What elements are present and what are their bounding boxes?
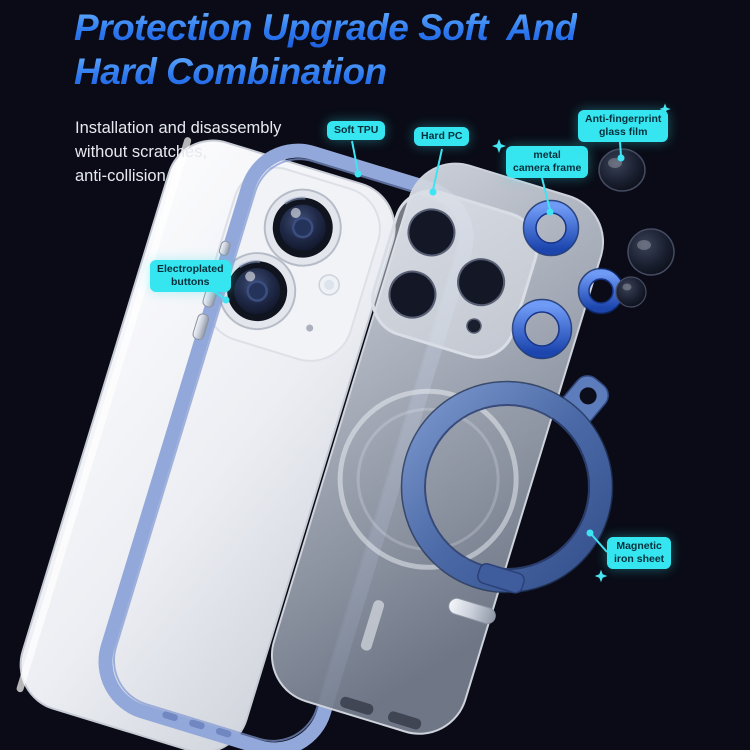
callout-label: Magnetic xyxy=(616,540,662,552)
bottom-slot xyxy=(387,711,422,730)
camera-hole xyxy=(457,258,506,307)
electroplated-button xyxy=(192,313,210,341)
headline-line2: Hard Combination xyxy=(74,50,577,94)
callout-line-magnetic xyxy=(591,534,608,553)
callout-label: Electroplated xyxy=(157,263,224,275)
flash-hole xyxy=(466,318,482,334)
callout-line-anti-fingerprint xyxy=(619,141,622,157)
callout-label: Hard PC xyxy=(421,130,463,142)
callout-badge-magnetic-iron-sheet: Magnetic iron sheet xyxy=(607,537,672,570)
callout-line-hard-pc xyxy=(432,148,443,191)
headline: Protection Upgrade Soft And Hard Combina… xyxy=(74,6,577,95)
callout-line-metal-camera-frame xyxy=(541,177,551,211)
phone-edge-highlight xyxy=(16,137,192,693)
glass-lens xyxy=(615,276,647,308)
callout-badge-metal-camera-frame: metal camera frame xyxy=(506,146,589,179)
ring-holder-hinge xyxy=(477,562,525,594)
glass-lens xyxy=(598,148,646,192)
callout-label: Soft TPU xyxy=(334,124,379,136)
phone-camera-lens xyxy=(218,252,297,331)
callout-label: camera frame xyxy=(513,162,582,175)
description-line1: Installation and disassembly xyxy=(75,119,282,137)
callout-label: glass film xyxy=(598,126,648,139)
phone-camera-lens xyxy=(263,188,342,267)
frame-bottom-cutout xyxy=(162,711,178,722)
camera-hole xyxy=(388,270,437,319)
callout-badge-anti-fingerprint: Anti-fingerprint glass film xyxy=(578,110,669,143)
callout-label: iron sheet xyxy=(614,553,665,566)
glass-lens xyxy=(627,228,675,276)
phone-mic-dot xyxy=(306,324,314,332)
frame-bottom-cutout xyxy=(189,719,205,730)
callout-lines xyxy=(212,140,625,553)
callout-label: buttons xyxy=(171,276,210,289)
headline-line1: Protection Upgrade Soft And xyxy=(74,6,577,50)
callout-dot-hard-pc xyxy=(429,188,437,196)
callout-dot-magnetic xyxy=(586,529,594,537)
callout-badge-hard-pc: Hard PC xyxy=(414,127,470,147)
ring-holder-hinge-pin xyxy=(448,597,496,625)
callout-dot-metal-camera-frame xyxy=(546,208,554,216)
callout-line-soft-tpu xyxy=(351,140,359,173)
sparkle-icon xyxy=(594,569,608,583)
alignment-slot xyxy=(360,600,385,651)
magnetic-ring-holder xyxy=(400,375,614,625)
callout-dot-electroplated xyxy=(222,296,230,304)
frame-bottom-cutout xyxy=(215,727,232,738)
callout-badge-soft-tpu: Soft TPU xyxy=(327,121,386,141)
camera-hole xyxy=(407,208,456,257)
callout-dot-anti-fingerprint xyxy=(617,154,625,162)
description-line2: without scratches, xyxy=(75,142,208,161)
phone-flash xyxy=(318,274,340,296)
callout-line-electroplated xyxy=(212,290,225,299)
ring-holder-outer-rim xyxy=(400,380,614,594)
callout-label: metal xyxy=(533,149,561,161)
callout-label: Anti-fingerprint xyxy=(585,113,662,125)
mute-switch xyxy=(218,240,231,256)
phone xyxy=(16,137,396,750)
bottom-slot xyxy=(340,696,374,715)
glass-lens-films xyxy=(598,148,675,308)
camera-ring xyxy=(511,298,573,360)
callout-badge-electroplated-buttons: Electroplated buttons xyxy=(150,260,231,293)
callout-dot-soft-tpu xyxy=(354,170,362,178)
description: Installation and disassembly without scr… xyxy=(75,117,281,189)
sparkle-icon xyxy=(492,139,506,153)
description-line3: anti-collision xyxy=(75,166,166,185)
